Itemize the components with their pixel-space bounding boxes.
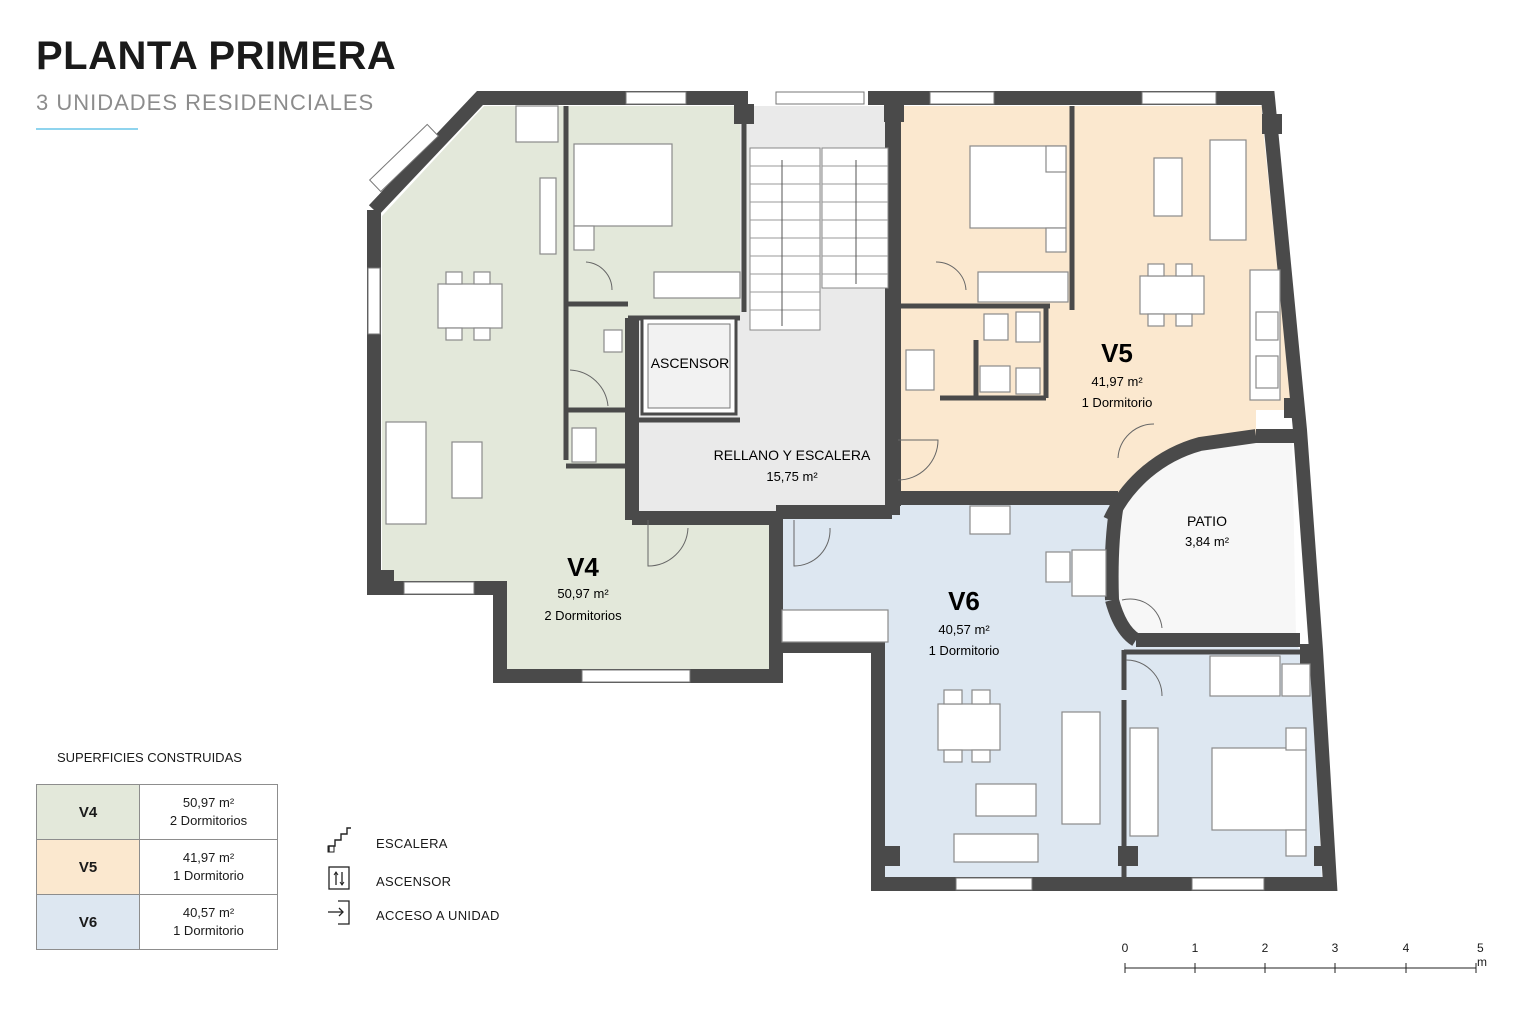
legend-label-stairs: ESCALERA: [376, 836, 448, 851]
exterior-walls: [367, 91, 1338, 891]
legend-info-v6: 40,57 m² 1 Dormitorio: [139, 894, 278, 950]
table-row: V5 41,97 m² 1 Dormitorio: [36, 839, 278, 895]
scale-label: 2: [1261, 941, 1269, 955]
unit-v5-rooms: 1 Dormitorio: [1082, 395, 1153, 410]
unit-v6-area-text: 40,57 m²: [938, 622, 990, 637]
legend-item-elevator: ASCENSOR: [326, 864, 566, 898]
elevator-car: [640, 316, 738, 416]
unit-v6-area[interactable]: [778, 504, 1322, 878]
stairs: [749, 147, 889, 331]
interior-walls: [563, 106, 1300, 878]
surfaces-table: V4 50,97 m² 2 Dormitorios V5 41,97 m² 1 …: [36, 784, 278, 950]
legend-item-entry: ACCESO A UNIDAD: [326, 898, 566, 932]
doors: [569, 261, 1163, 697]
scale-line: [1124, 963, 1477, 973]
unit-v4-area-text: 50,97 m²: [557, 586, 609, 601]
unit-v4-label: V4: [567, 552, 599, 582]
unit-v5-area-text: 41,97 m²: [1091, 374, 1143, 389]
legend-unit-v5: V5: [36, 839, 140, 895]
title-rule: [36, 128, 138, 130]
scale-label: 0: [1121, 941, 1129, 955]
patio-label: PATIO: [1187, 513, 1227, 529]
patio-area-text: 3,84 m²: [1185, 534, 1230, 549]
stairs-icon: [327, 827, 351, 853]
symbol-legend: ESCALERA ASCENSOR ACCESO A UNIDAD: [326, 826, 566, 932]
legend-title: SUPERFICIES CONSTRUIDAS: [57, 750, 242, 765]
unit-v6-label: V6: [948, 586, 980, 616]
legend-item-stairs: ESCALERA: [326, 826, 566, 860]
landing-area: 15,75 m²: [766, 469, 818, 484]
legend-unit-v6: V6: [36, 894, 140, 950]
page-title: PLANTA PRIMERA: [36, 34, 397, 78]
scale-bar: 0 1 2 3 4 5 m: [1118, 938, 1498, 978]
legend-unit-v4: V4: [36, 784, 140, 840]
unit-v4-area[interactable]: [382, 106, 770, 670]
legend-info-v4: 50,97 m² 2 Dormitorios: [139, 784, 278, 840]
windows: [367, 91, 1265, 891]
legend-info-v5: 41,97 m² 1 Dormitorio: [139, 839, 278, 895]
scale-label: 3: [1331, 941, 1339, 955]
unit-v5-label: V5: [1101, 338, 1133, 368]
unit-v4-rooms: 2 Dormitorios: [544, 608, 622, 623]
table-row: V4 50,97 m² 2 Dormitorios: [36, 784, 278, 840]
structural-columns: [374, 102, 1334, 866]
legend-label-entry: ACCESO A UNIDAD: [376, 908, 500, 923]
patio-area[interactable]: [1107, 430, 1296, 636]
scale-label: 4: [1402, 941, 1410, 955]
entry-arrow-icon: [328, 900, 350, 925]
page-subtitle: 3 UNIDADES RESIDENCIALES: [36, 90, 375, 115]
elevator-icon: [328, 866, 350, 890]
scale-label: 1: [1191, 941, 1199, 955]
legend-label-elevator: ASCENSOR: [376, 874, 452, 889]
landing-label: RELLANO Y ESCALERA: [714, 447, 871, 463]
table-row: V6 40,57 m² 1 Dormitorio: [36, 894, 278, 950]
elevator-label: ASCENSOR: [651, 355, 730, 371]
unit-v6-rooms: 1 Dormitorio: [929, 643, 1000, 658]
furniture: [385, 105, 1311, 863]
scale-label: 5 m: [1477, 941, 1487, 969]
